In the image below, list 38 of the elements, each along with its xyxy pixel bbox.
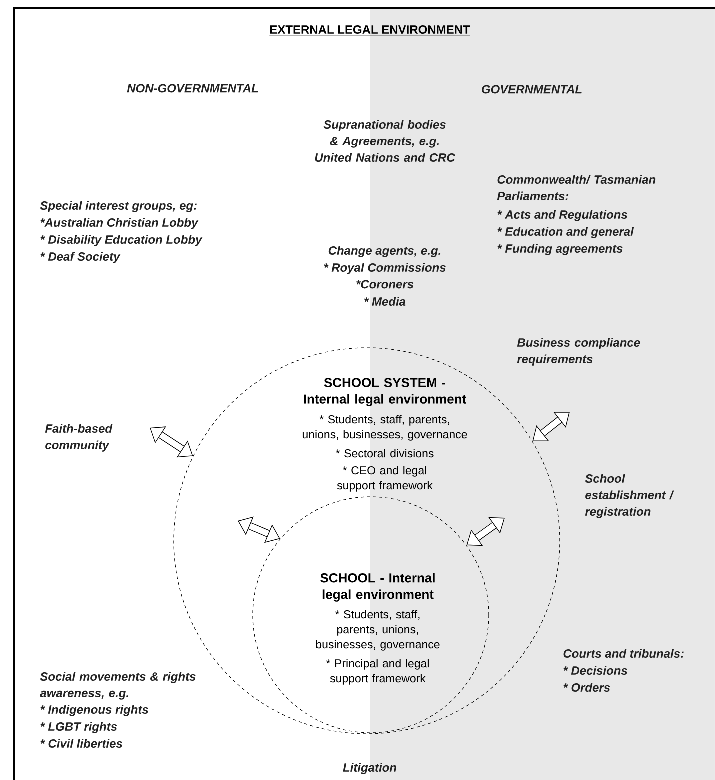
label-text: Business compliance requirements [517,338,640,366]
label-text: Courts and tribunals: [564,649,684,658]
label-text: * Royal Commissions [324,263,446,274]
label-text: * Acts and Regulations [498,210,628,222]
label-text: Change agents, e.g. [328,246,441,258]
double-arrow [150,426,194,458]
label-text: Special interest groups, eg: [40,201,197,212]
double-arrow [532,412,570,442]
label-text: * Civil liberties [40,739,122,748]
label-text: * Indigenous rights [40,705,148,716]
circle-text: * Principal and legal support framework [326,659,429,685]
label-text: *Australian Christian Lobby [40,218,199,230]
circle-heading: SCHOOL - Internal legal environment [320,573,435,602]
label-text: * LGBT rights [40,722,118,734]
label-text: * Education and general [498,227,634,238]
circle-text: * CEO and legal support framework [337,466,433,492]
label-text: Commonwealth/ Tasmanian Parliaments: [497,175,656,201]
double-arrow [466,517,505,546]
label-text: NON-GOVERNMENTAL [127,84,258,93]
label-text: * Funding agreements [498,244,623,256]
label-text: * Deaf Society [40,252,121,264]
label-text: * Orders [564,683,610,692]
dashed-circle [252,496,490,734]
label-text: Social movements & rights awareness, e.g. [40,672,196,700]
label-text: * Media [364,297,406,306]
circle-heading: SCHOOL SYSTEM - Internal legal environment [304,378,466,407]
label-text: Litigation [343,763,396,774]
label-text: Faith-based community [45,424,113,452]
title: EXTERNAL LEGAL ENVIRONMENT [269,26,471,36]
label-text: School establishment / registration [585,474,674,518]
label-text: * Disability Education Lobby [40,235,203,246]
label-text: GOVERNMENTAL [482,85,582,94]
circle-text: * Students, staff, parents, unions, businesses, governance [316,610,440,651]
label-text: * Decisions [564,666,628,675]
circle-text: * Sectoral divisions [336,449,434,458]
label-text: Supranational bodies & Agreements, e.g. United Nations and CRC [315,120,456,162]
circle-text: * Students, staff, parents, unions, businesses, governance [302,415,468,441]
label-text: *Coroners [356,280,414,289]
